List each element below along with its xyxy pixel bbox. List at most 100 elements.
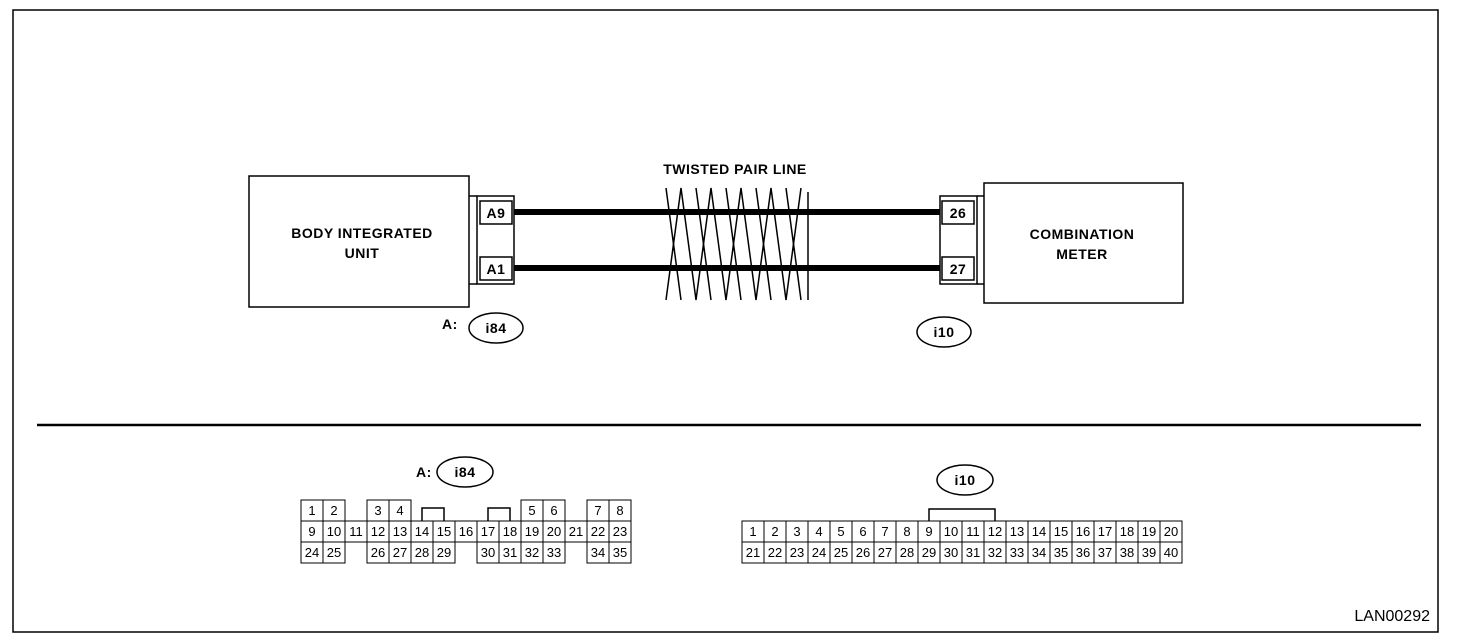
right-connector bbox=[939, 195, 984, 285]
body-integrated-unit-label-1: BODY INTEGRATED bbox=[291, 225, 433, 241]
pin-number: 29 bbox=[922, 545, 936, 560]
pin-number: 38 bbox=[1120, 545, 1134, 560]
pin-number: 19 bbox=[1142, 524, 1156, 539]
connector-key-tab bbox=[421, 507, 445, 521]
pin-number: 34 bbox=[591, 545, 605, 560]
pin-number: 27 bbox=[878, 545, 892, 560]
pin-number: 4 bbox=[815, 524, 822, 539]
pin-number: 16 bbox=[1076, 524, 1090, 539]
connector-i84-lower-prefix: A: bbox=[416, 464, 432, 480]
pin-number: 7 bbox=[881, 524, 888, 539]
pin-number: 13 bbox=[393, 524, 407, 539]
pin-number: 20 bbox=[547, 524, 561, 539]
pin-number: 30 bbox=[481, 545, 495, 560]
pin-number: 20 bbox=[1164, 524, 1178, 539]
connector-i84-lower-oval bbox=[436, 456, 494, 488]
connector-i84-lower-id: i84 bbox=[455, 464, 476, 480]
pin-number: 9 bbox=[308, 524, 315, 539]
pin-number: 34 bbox=[1032, 545, 1046, 560]
pin-number: 40 bbox=[1164, 545, 1178, 560]
twist-symbol bbox=[665, 187, 809, 301]
pin-number: 15 bbox=[1054, 524, 1068, 539]
connector-i10-id: i10 bbox=[934, 324, 955, 340]
pin-number: 26 bbox=[856, 545, 870, 560]
combination-meter-box bbox=[983, 182, 1184, 304]
pin-number: 3 bbox=[374, 503, 381, 518]
pin-number: 5 bbox=[837, 524, 844, 539]
connector-i10-oval bbox=[916, 316, 972, 348]
body-integrated-unit-label-2: UNIT bbox=[345, 245, 380, 261]
pin-number: 26 bbox=[371, 545, 385, 560]
pin-number: 16 bbox=[459, 524, 473, 539]
pin-number: 33 bbox=[547, 545, 561, 560]
pin-number: 4 bbox=[396, 503, 403, 518]
pin-number: 31 bbox=[966, 545, 980, 560]
connector-i10-lower-oval bbox=[936, 464, 994, 496]
combination-meter-label-1: COMBINATION bbox=[1030, 226, 1135, 242]
pin-number: 17 bbox=[1098, 524, 1112, 539]
pin-number: 6 bbox=[859, 524, 866, 539]
pin-number: 3 bbox=[793, 524, 800, 539]
pin-number: 21 bbox=[746, 545, 760, 560]
pin-number: 18 bbox=[503, 524, 517, 539]
pin-number: 8 bbox=[616, 503, 623, 518]
pin-cell bbox=[322, 541, 346, 564]
pin-number: 28 bbox=[900, 545, 914, 560]
pin-number: 30 bbox=[944, 545, 958, 560]
pin-number: 9 bbox=[925, 524, 932, 539]
pin-number: 15 bbox=[437, 524, 451, 539]
pin-number: 35 bbox=[1054, 545, 1068, 560]
pin-number: 19 bbox=[525, 524, 539, 539]
pin-number: 23 bbox=[613, 524, 627, 539]
pin-number: 13 bbox=[1010, 524, 1024, 539]
connector-i84-id: i84 bbox=[486, 320, 507, 336]
connector-i84-oval bbox=[468, 312, 524, 344]
pin-number: 37 bbox=[1098, 545, 1112, 560]
pin-cell bbox=[1159, 541, 1183, 564]
pin-number: 35 bbox=[613, 545, 627, 560]
pin-number: 2 bbox=[771, 524, 778, 539]
connector-i10-lower-id: i10 bbox=[955, 472, 976, 488]
pin-number: 32 bbox=[988, 545, 1002, 560]
connector-i84-prefix: A: bbox=[442, 316, 458, 332]
outer-border bbox=[12, 9, 1439, 633]
pin-number: 36 bbox=[1076, 545, 1090, 560]
pin-number: 12 bbox=[988, 524, 1002, 539]
pin-number: 39 bbox=[1142, 545, 1156, 560]
left-connector bbox=[469, 195, 515, 285]
connector-key-tab bbox=[487, 507, 511, 521]
pin-number: 22 bbox=[591, 524, 605, 539]
pin-number: 27 bbox=[393, 545, 407, 560]
pin-number: 24 bbox=[812, 545, 826, 560]
combination-meter-label-2: METER bbox=[1056, 246, 1108, 262]
pin-number: 25 bbox=[834, 545, 848, 560]
pin-number: 1 bbox=[308, 503, 315, 518]
pin-number: 29 bbox=[437, 545, 451, 560]
pin-number: 14 bbox=[1032, 524, 1046, 539]
pin-number: 14 bbox=[415, 524, 429, 539]
pin-number: 1 bbox=[749, 524, 756, 539]
pin-27-label: 27 bbox=[950, 261, 967, 277]
pin-number: 8 bbox=[903, 524, 910, 539]
pin-cell bbox=[608, 541, 632, 564]
pin-number: 2 bbox=[330, 503, 337, 518]
pin-number: 12 bbox=[371, 524, 385, 539]
pin-a1-label: A1 bbox=[487, 261, 506, 277]
connector-key-tab bbox=[928, 508, 996, 521]
pin-number: 32 bbox=[525, 545, 539, 560]
pin-number: 6 bbox=[550, 503, 557, 518]
pin-cell bbox=[542, 541, 566, 564]
pin-26-label: 26 bbox=[950, 205, 967, 221]
pin-cell bbox=[432, 541, 456, 564]
pin-number: 11 bbox=[349, 524, 363, 539]
pin-number: 33 bbox=[1010, 545, 1024, 560]
pin-number: 10 bbox=[944, 524, 958, 539]
pin-number: 5 bbox=[528, 503, 535, 518]
pin-number: 11 bbox=[966, 524, 980, 539]
pin-number: 7 bbox=[594, 503, 601, 518]
pin-number: 23 bbox=[790, 545, 804, 560]
pin-number: 17 bbox=[481, 524, 495, 539]
pin-a9-label: A9 bbox=[487, 205, 506, 221]
